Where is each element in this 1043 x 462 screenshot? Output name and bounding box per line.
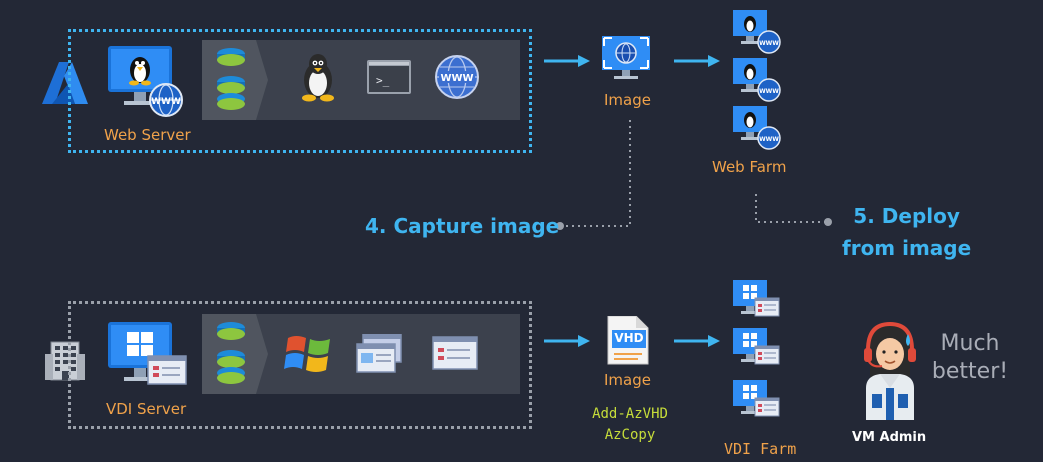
image-label-top: Image: [604, 91, 651, 109]
web-farm-server-1-icon: WWW: [733, 8, 781, 54]
app-window-icon: [432, 336, 478, 370]
vdi-farm-label: VDI Farm: [724, 440, 797, 458]
www-globe-text: WWW: [440, 73, 473, 84]
windows-flag-icon: [284, 332, 332, 374]
linux-web-server-icon: WWW: [108, 44, 188, 118]
linux-penguin-icon: [296, 52, 340, 102]
onprem-boundary: [68, 301, 532, 429]
web-server-label: Web Server: [104, 126, 191, 144]
vdi-disks-icon: [216, 320, 246, 386]
vdi-farm-server-2-icon: [733, 326, 781, 370]
deploy-step-line2: from image: [842, 236, 972, 260]
web-farm-label: Web Farm: [712, 158, 787, 176]
captured-image-icon: [600, 36, 652, 82]
vdi-server-label: VDI Server: [106, 400, 187, 418]
terminal-icon: >_: [367, 60, 411, 94]
vm-admin-label: VM Admin: [852, 430, 927, 445]
building-icon: [45, 340, 85, 382]
www-globe-icon: WWW: [434, 54, 480, 100]
globe-www-text: WWW: [151, 97, 181, 107]
speech-text: Much better!: [930, 330, 1010, 386]
web-farm-server-3-icon: WWW: [733, 104, 781, 150]
terminal-prompt-text: >_: [376, 74, 390, 87]
farm-www-text-2: WWW: [759, 88, 779, 95]
arrow-to-image-top: [544, 54, 590, 68]
windows-vdi-server-icon: [108, 320, 188, 390]
capture-image-step: 4. Capture image: [365, 214, 560, 238]
vhd-file-icon: [604, 316, 652, 366]
app-windows-icon: [355, 334, 403, 374]
capture-connector: [554, 118, 636, 232]
deploy-connector: [750, 192, 836, 232]
web-farm-server-2-icon: WWW: [733, 56, 781, 102]
deploy-step-line1: 5. Deploy: [853, 204, 960, 228]
speech-line2: better!: [931, 359, 1009, 384]
speech-line1: Much: [940, 331, 1000, 356]
arrow-to-farm-bottom: [674, 334, 720, 348]
deploy-step: 5. Deploy from image: [842, 200, 971, 264]
tool-add-azvhd: Add-AzVHD: [592, 406, 668, 422]
farm-www-text-1: WWW: [759, 40, 779, 47]
vm-admin-avatar: [858, 322, 922, 420]
vdi-farm-server-1-icon: [733, 278, 781, 322]
upload-tools: Add-AzVHD AzCopy: [578, 404, 682, 446]
vdi-farm-server-3-icon: [733, 378, 781, 422]
farm-www-text-3: WWW: [759, 136, 779, 143]
disks-icon: [216, 46, 246, 112]
arrow-to-farm-top: [674, 54, 720, 68]
image-label-bottom: Image: [604, 371, 651, 389]
azure-boundary: [68, 29, 532, 153]
arrow-to-image-bottom: [544, 334, 590, 348]
vhd-badge: VHD: [614, 331, 644, 345]
tool-azcopy: AzCopy: [604, 427, 656, 443]
